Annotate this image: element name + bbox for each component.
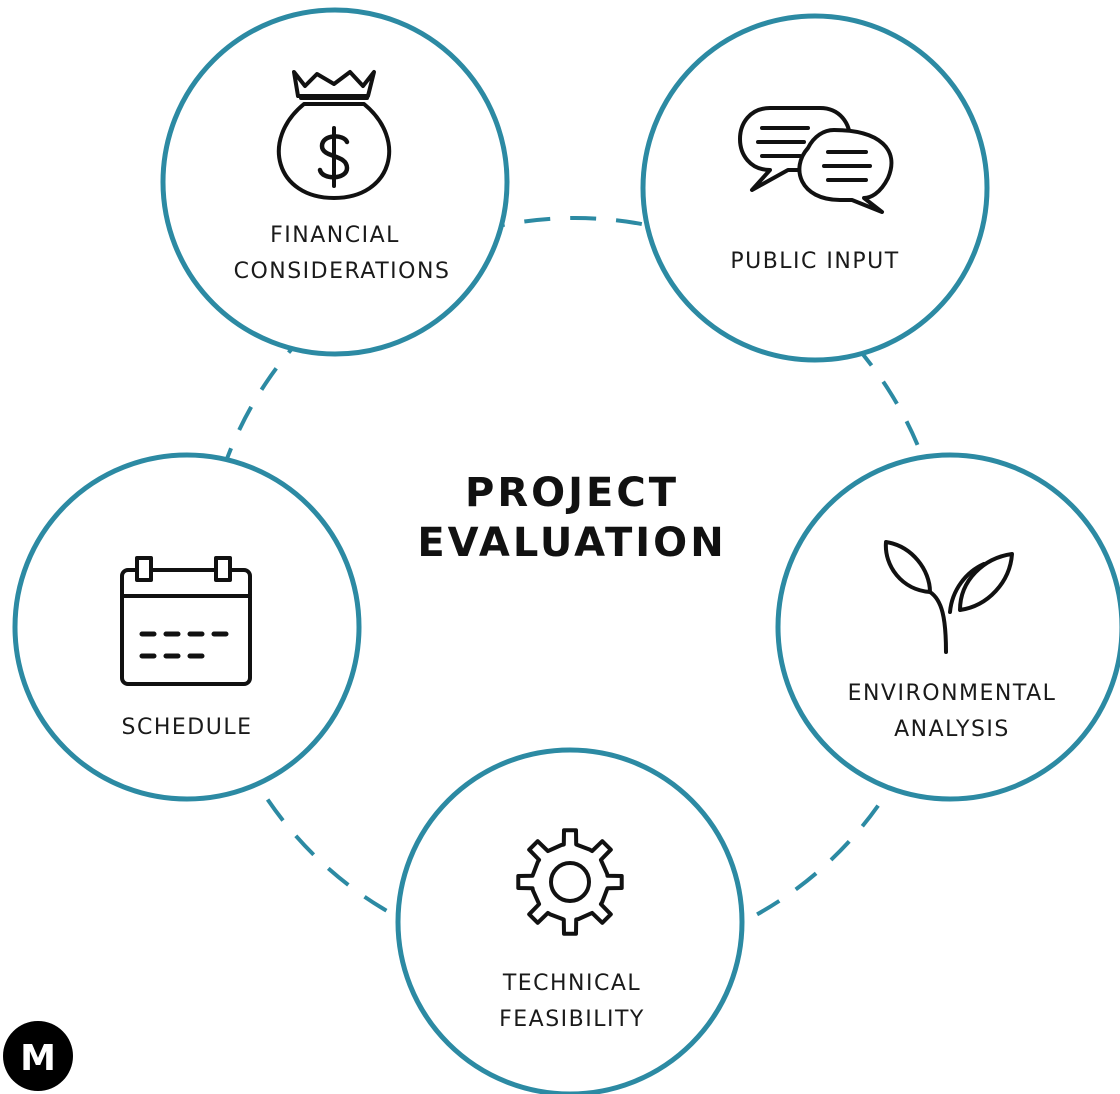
- node-label-line-2: FEASIBILITY: [499, 1007, 645, 1032]
- gear-icon: [516, 828, 624, 936]
- metro-logo-letter: M: [20, 1038, 56, 1079]
- node-label-line-1: FINANCIAL: [270, 223, 400, 248]
- node-label-line-1: ENVIRONMENTAL: [848, 681, 1057, 706]
- node-environmental-analysis: ENVIRONMENTAL ANALYSIS: [775, 452, 1120, 802]
- node-label-line-1: TECHNICAL: [502, 971, 641, 996]
- money-bag-icon: [276, 70, 392, 200]
- center-title-line-2: EVALUATION: [417, 520, 726, 566]
- node-label-line-2: CONSIDERATIONS: [234, 259, 451, 284]
- calendar-icon: [120, 556, 252, 686]
- node-circle: [395, 747, 745, 1094]
- sprout-icon: [883, 540, 1014, 654]
- metro-logo-icon: M: [3, 1021, 73, 1091]
- node-schedule: SCHEDULE: [12, 452, 362, 802]
- node-circle: [775, 452, 1120, 802]
- center-title-line-1: PROJECT: [465, 470, 679, 516]
- node-public-input: PUBLIC INPUT: [640, 13, 990, 363]
- node-label-line-1: SCHEDULE: [122, 715, 253, 740]
- node-financial-considerations: FINANCIAL CONSIDERATIONS: [160, 7, 510, 357]
- speech-bubbles-icon: [738, 106, 894, 214]
- node-technical-feasibility: TECHNICAL FEASIBILITY: [395, 747, 745, 1094]
- node-circle: [12, 452, 362, 802]
- node-label-line-1: PUBLIC INPUT: [730, 249, 899, 274]
- node-label-line-2: ANALYSIS: [894, 717, 1010, 742]
